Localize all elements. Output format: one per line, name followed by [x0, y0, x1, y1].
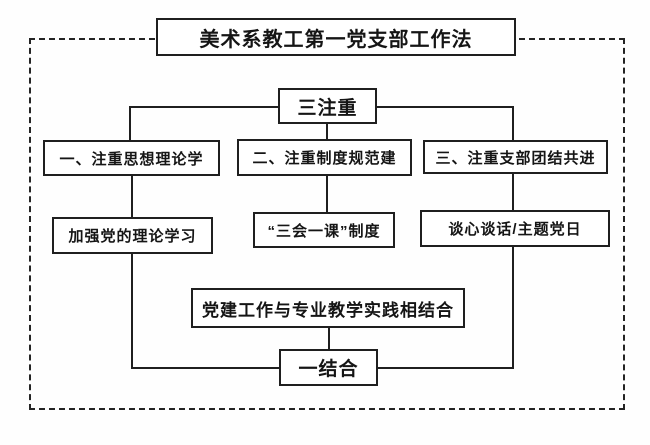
connector-bottom-horizontal-right — [378, 367, 514, 369]
node-one-combination: 一结合 — [279, 349, 378, 386]
node-branch1-detail: 加强党的理论学习 — [52, 217, 213, 254]
connector-branch2-vertical-middle — [326, 175, 328, 214]
connector-branch3-vertical-lower — [512, 245, 514, 369]
connector-branch1-vertical-lower — [131, 252, 133, 369]
connector-bottom-horizontal-left — [131, 367, 279, 369]
node-branch3-heading: 三、注重支部团结共进 — [423, 140, 608, 174]
connector-branch3-vertical-upper — [512, 106, 514, 142]
node-integration: 党建工作与专业教学实践相结合 — [191, 288, 465, 328]
connector-integration-vertical — [328, 327, 330, 350]
connector-branch1-vertical-middle — [131, 175, 133, 219]
node-three-emphases: 三注重 — [278, 88, 377, 124]
connector-branch1-vertical-upper — [129, 106, 131, 142]
connector-branch3-vertical-middle — [512, 173, 514, 212]
node-branch2-heading: 二、注重制度规范建 — [237, 139, 412, 176]
connector-top-horizontal-right — [377, 106, 514, 108]
node-branch1-heading: 一、注重思想理论学 — [43, 140, 220, 176]
connector-top-horizontal-left — [129, 106, 278, 108]
diagram-title: 美术系教工第一党支部工作法 — [156, 18, 516, 56]
node-branch3-detail: 谈心谈话/主题党日 — [420, 210, 610, 247]
connector-branch2-vertical-upper — [326, 124, 328, 141]
node-branch2-detail: “三会一课”制度 — [253, 212, 395, 248]
